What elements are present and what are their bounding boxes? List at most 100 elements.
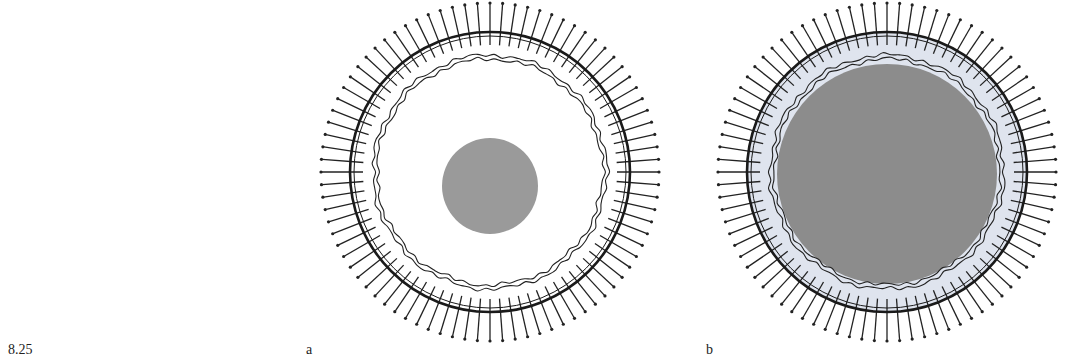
spike-knob	[1025, 266, 1028, 269]
virus-particle	[716, 1, 1057, 342]
spike-knob	[653, 133, 656, 136]
spike-knob	[1000, 294, 1003, 297]
membrane	[768, 53, 1004, 290]
spike-knob	[594, 303, 597, 306]
spike-knob	[753, 276, 756, 279]
spike	[723, 135, 763, 144]
spike	[322, 171, 363, 172]
spike	[1011, 200, 1051, 209]
spike-knob	[911, 3, 914, 6]
spike	[477, 4, 480, 45]
spike-knob	[501, 2, 504, 5]
spike-knob	[621, 276, 624, 279]
spike-knob	[1018, 65, 1021, 68]
spike-knob	[746, 75, 749, 78]
spike	[334, 218, 372, 233]
spike-knob	[770, 294, 773, 297]
spike-knob	[812, 323, 815, 326]
spike-knob	[439, 9, 442, 12]
spike-knob	[1018, 276, 1021, 279]
spike-knob	[342, 255, 345, 258]
spike-knob	[612, 55, 615, 58]
spike-knob	[656, 196, 659, 199]
spike	[617, 159, 658, 162]
spike-knob	[860, 3, 863, 6]
spike	[719, 181, 760, 184]
spike	[874, 4, 877, 45]
spike-knob	[923, 335, 926, 338]
spike-knob	[646, 109, 649, 112]
spike	[322, 159, 363, 162]
spike-knob	[451, 6, 454, 9]
spike-knob	[603, 47, 606, 50]
spike-knob	[1050, 133, 1053, 136]
spike-knob	[885, 339, 888, 342]
spike	[862, 298, 868, 339]
spike-knob	[1043, 232, 1046, 235]
spike	[617, 181, 658, 184]
spike	[562, 33, 585, 67]
spike-knob	[716, 170, 719, 173]
spike-knob	[356, 65, 359, 68]
spike-knob	[650, 121, 653, 124]
spike-knob	[1038, 97, 1041, 100]
spike-knob	[733, 244, 736, 247]
spike-knob	[981, 31, 984, 34]
spike-knob	[463, 3, 466, 6]
spike-knob	[753, 65, 756, 68]
spike	[326, 135, 366, 144]
spike	[614, 200, 654, 209]
spike-knob	[415, 18, 418, 21]
spike-knob	[1050, 208, 1053, 211]
spike-knob	[836, 332, 839, 335]
spike-knob	[628, 266, 631, 269]
spike-knob	[439, 332, 442, 335]
spike-knob	[836, 9, 839, 12]
spike-knob	[657, 183, 660, 186]
spike	[536, 290, 551, 328]
spike-knob	[898, 2, 901, 5]
spike-knob	[383, 38, 386, 41]
spike-knob	[959, 18, 962, 21]
spike-knob	[415, 323, 418, 326]
spike-knob	[451, 335, 454, 338]
spike-knob	[898, 339, 901, 342]
spike-knob	[1054, 158, 1057, 161]
spike-knob	[365, 55, 368, 58]
spike-knob	[824, 328, 827, 331]
spike-knob	[746, 266, 749, 269]
spike-knob	[1032, 255, 1035, 258]
spike-knob	[476, 2, 479, 5]
spike	[324, 147, 365, 153]
spike-knob	[526, 335, 529, 338]
spike-knob	[1043, 109, 1046, 112]
spike	[826, 16, 841, 54]
spike-knob	[336, 244, 339, 247]
spike	[1013, 191, 1054, 197]
spike	[886, 299, 887, 340]
spike-knob	[1009, 55, 1012, 58]
core	[442, 138, 538, 234]
spike-knob	[991, 303, 994, 306]
spike-knob	[790, 31, 793, 34]
spike	[614, 135, 654, 144]
spike	[721, 147, 762, 153]
spike-knob	[981, 310, 984, 313]
spike-knob	[342, 86, 345, 89]
spike	[992, 77, 1026, 100]
spike	[719, 159, 760, 162]
spike-knob	[393, 31, 396, 34]
spike-knob	[538, 9, 541, 12]
spike-knob	[321, 196, 324, 199]
spike-knob	[319, 170, 322, 173]
virus-particle	[319, 1, 660, 342]
spike-knob	[935, 332, 938, 335]
spike	[1014, 181, 1055, 184]
membrane	[773, 57, 1002, 285]
spike-knob	[327, 220, 330, 223]
spike	[748, 77, 782, 100]
spike-knob	[327, 121, 330, 124]
spike	[616, 191, 657, 197]
spike	[453, 296, 462, 336]
spike-knob	[657, 170, 660, 173]
